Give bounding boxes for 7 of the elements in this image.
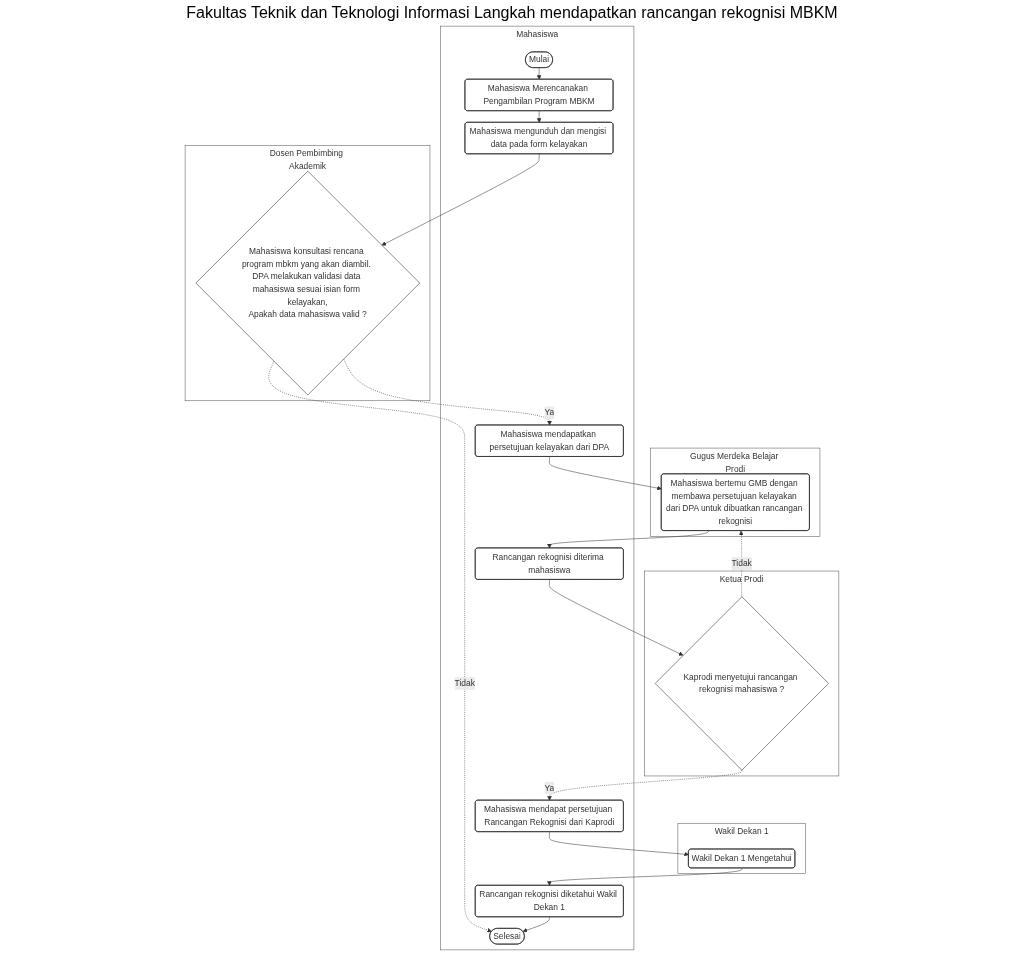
edge-label: Tidak bbox=[731, 558, 752, 568]
node-diamond: Kaprodi menyetujui rancangan rekognisi mahasiswa ? bbox=[654, 596, 829, 771]
edge-label: Ya bbox=[544, 783, 555, 793]
edge-label: Tidak bbox=[454, 678, 475, 688]
diagram-title: Fakultas Teknik dan Teknologi Informasi Langkah mendapatkan rancangan rekognisi MBKM bbox=[185, 4, 839, 22]
node-diamond: Mahasiswa konsultasi rencana program mbkm yang akan diambil. DPA melakukan validasi data mahasiswa sesuai isian form kelayakan, Apakah data mahasiswa valid ? bbox=[195, 170, 420, 396]
edge-label: Ya bbox=[544, 408, 555, 418]
